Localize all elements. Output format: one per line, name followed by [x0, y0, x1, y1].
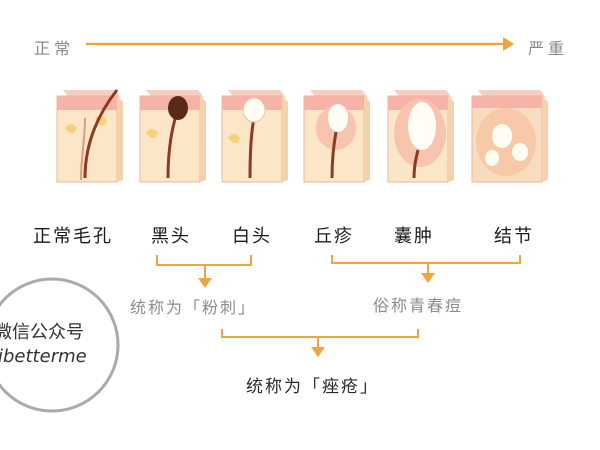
- skin-block-nodule: [471, 90, 548, 183]
- acne-common-arrow-head: [421, 273, 435, 283]
- skin-block-normal: [56, 89, 123, 183]
- group-label-comedo: 统称为「粉刺」: [130, 298, 257, 317]
- watermark-line2: ibetterme: [0, 346, 87, 367]
- severity-arrow-head: [503, 37, 514, 51]
- group-label-acne-common: 俗称青春痘: [373, 296, 464, 315]
- comedo-bracket: [156, 255, 252, 266]
- watermark-line1: 微信公众号: [0, 322, 84, 343]
- severity-end-label: 严重: [528, 39, 569, 58]
- comedo-arrow-head: [198, 278, 212, 288]
- stage-label-cyst: 囊肿: [394, 226, 434, 247]
- stage-label-papule: 丘疹: [314, 226, 354, 247]
- stage-label-nodule: 结节: [494, 226, 534, 247]
- skin-block-cyst: [387, 90, 454, 183]
- skin-block-blackhead: [139, 90, 206, 183]
- final-arrow-head: [311, 347, 325, 357]
- stage-label-normal: 正常毛孔: [33, 226, 113, 247]
- stage-label-blackhead: 黑头: [151, 226, 191, 247]
- acne-common-bracket: [331, 255, 521, 264]
- final-bracket: [221, 329, 419, 338]
- stage-label-whitehead: 白头: [232, 226, 272, 247]
- skin-block-whitehead: [221, 90, 288, 183]
- group-label-acne: 统称为「痤疮」: [246, 377, 379, 397]
- severity-start-label: 正常: [34, 39, 75, 58]
- skin-block-papule: [303, 90, 370, 183]
- watermark-circle: [0, 277, 120, 413]
